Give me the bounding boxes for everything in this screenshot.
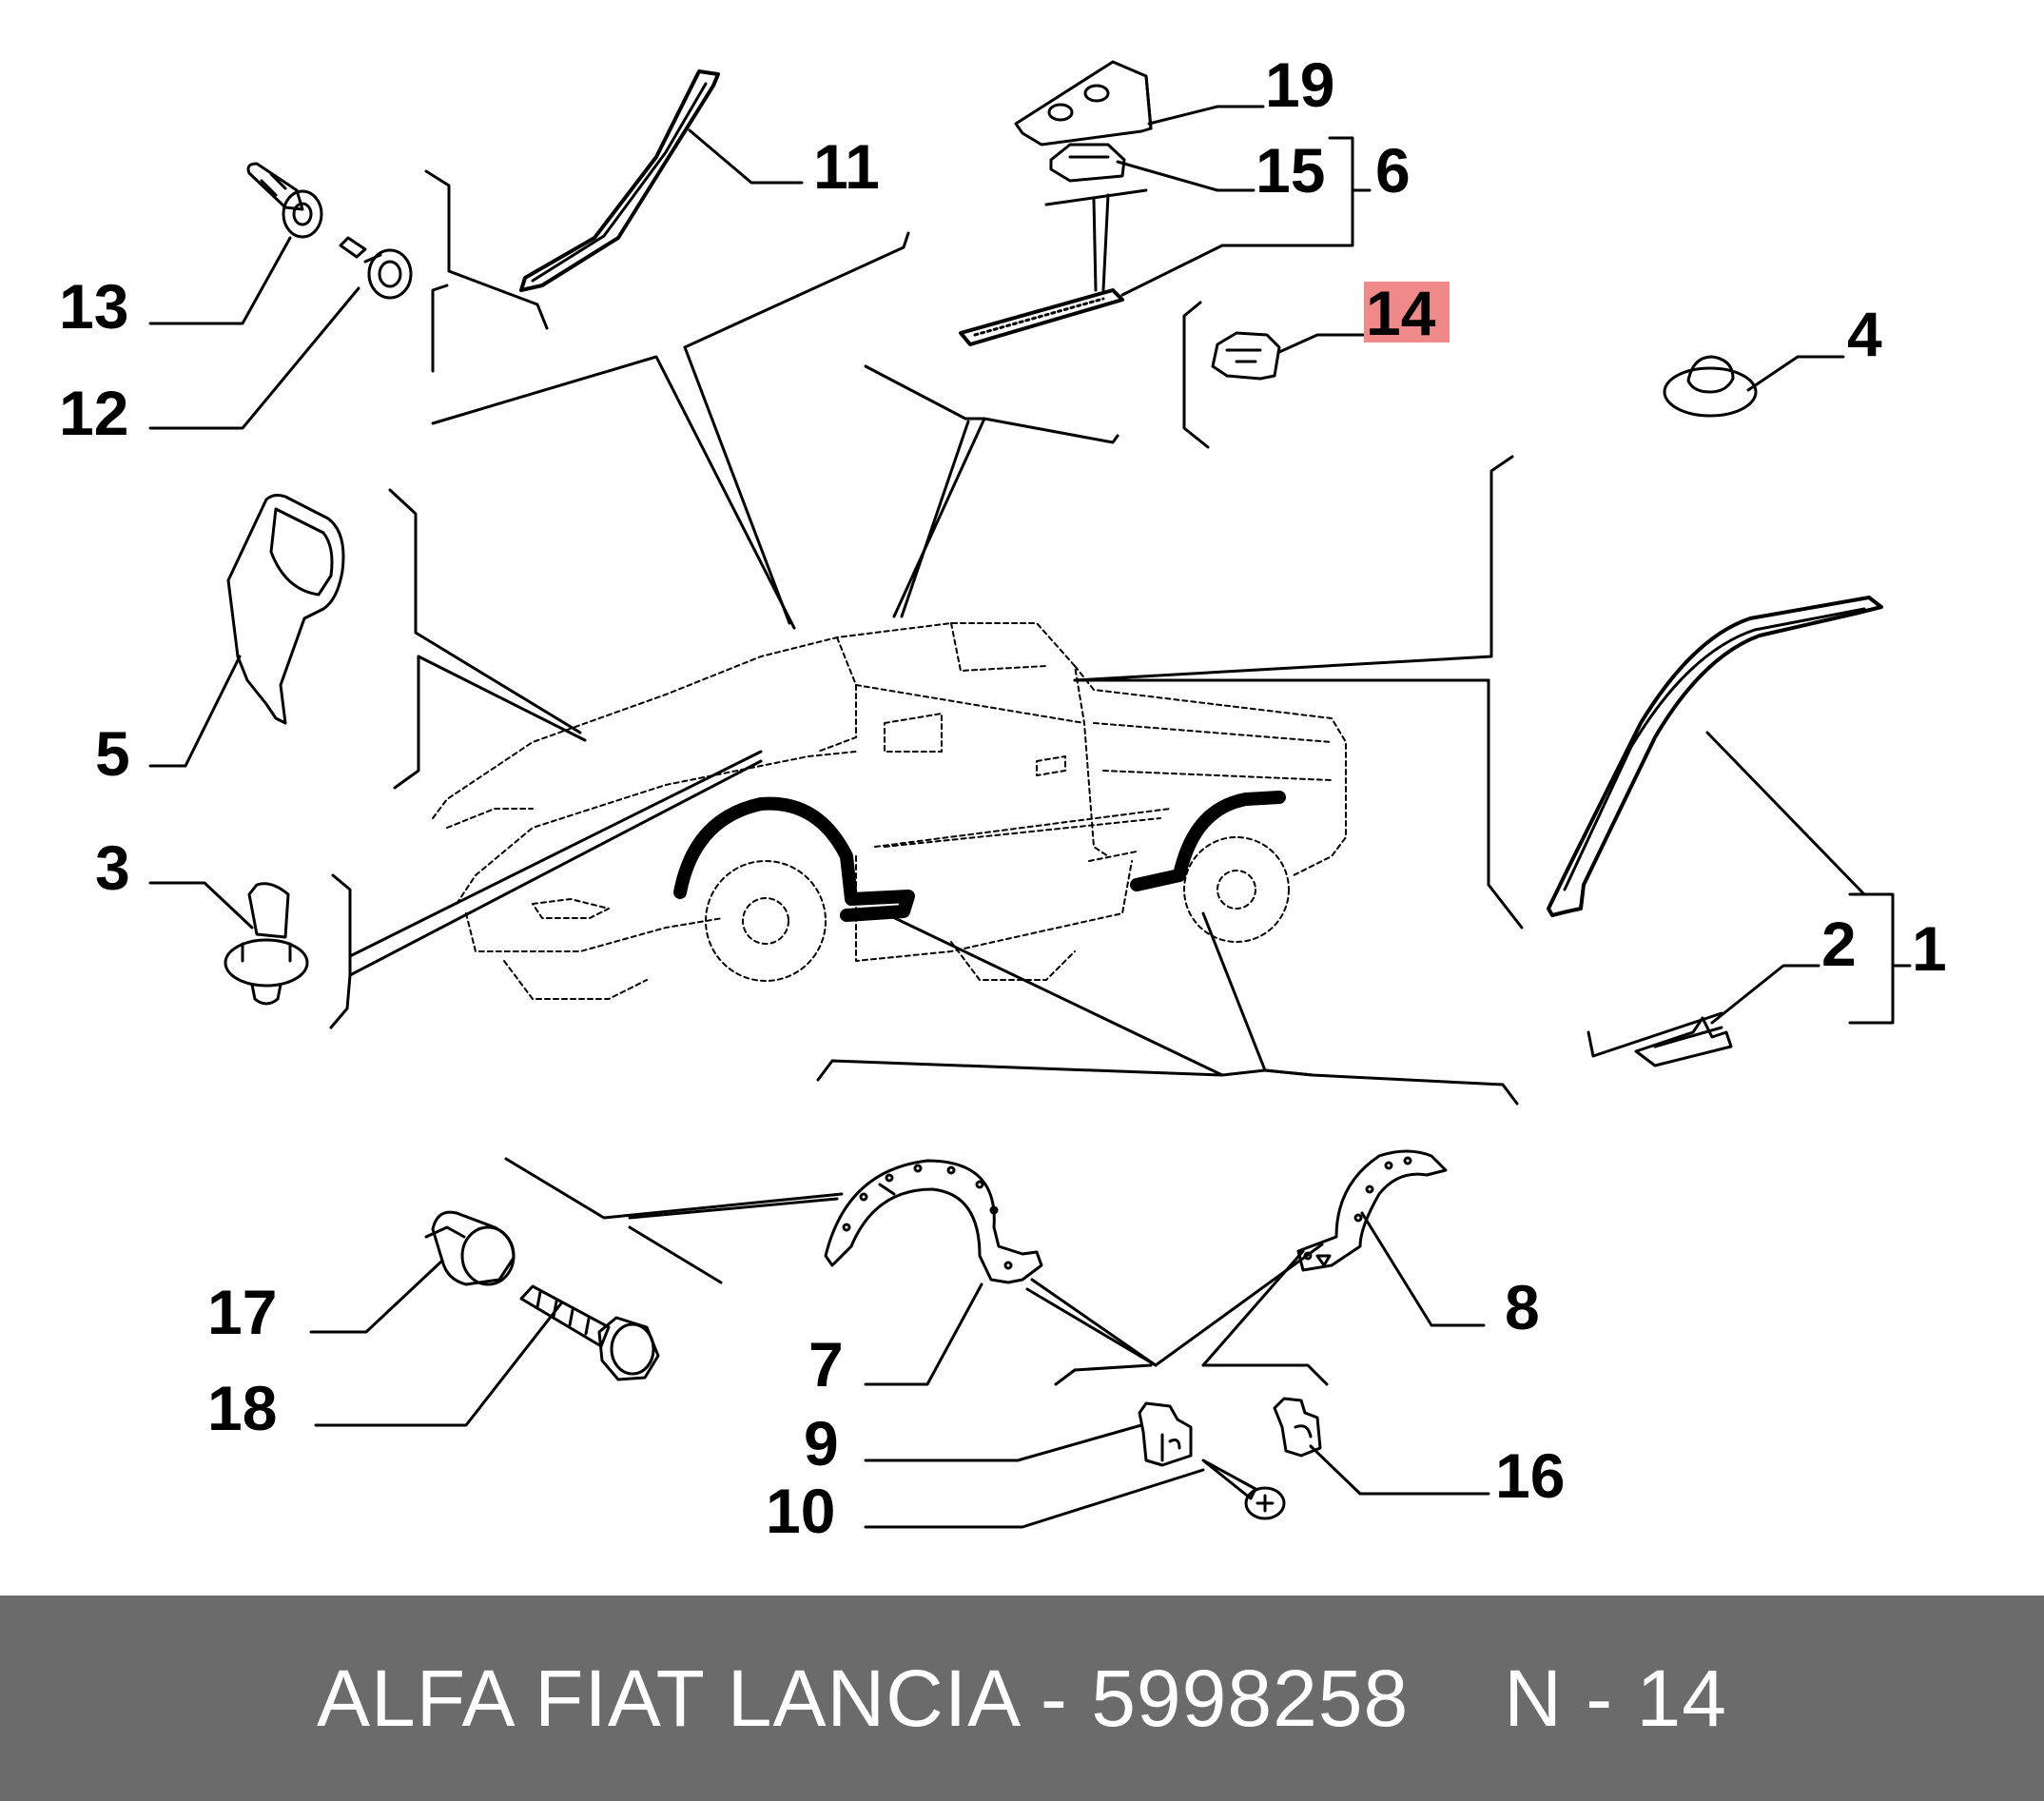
footer-part-label: ALFA FIAT LANCIA - 5998258 — [317, 1653, 1410, 1743]
vehicle-outline — [432, 622, 1347, 1000]
part-11-pillar-strip — [519, 69, 720, 292]
part-5-boot — [226, 494, 345, 725]
callout-2: 2 — [1821, 909, 1857, 979]
callout-8: 8 — [1505, 1272, 1540, 1342]
part-16-clip-nut — [1273, 1397, 1322, 1458]
wheel-arch-rear — [1130, 791, 1286, 891]
callout-7: 7 — [808, 1329, 844, 1400]
bracket-14 — [1182, 301, 1210, 449]
leader-lines — [148, 105, 1912, 1529]
part-3-push-clip — [224, 882, 309, 1006]
callout-9: 9 — [804, 1408, 839, 1478]
callout-11: 11 — [813, 131, 880, 202]
part-2-pillar-strip — [1547, 596, 1883, 1067]
callout-17: 17 — [207, 1277, 277, 1347]
callout-3: 3 — [95, 832, 130, 903]
part-7-arch-liner — [824, 1159, 1043, 1284]
callout-16: 16 — [1495, 1440, 1565, 1511]
callout-10: 10 — [766, 1476, 835, 1546]
part-17-grommet — [424, 1210, 516, 1286]
callout-15: 15 — [1256, 135, 1325, 206]
footer-page-ref: N - 14 — [1504, 1653, 1727, 1743]
callout-12: 12 — [59, 378, 128, 448]
callout-1: 1 — [1912, 913, 1947, 984]
part-13-rivet — [246, 162, 323, 239]
highlight-14 — [1364, 282, 1450, 343]
callout-13: 13 — [59, 271, 128, 342]
zoom-indicator-lines — [348, 231, 1524, 1386]
bracket-2 — [1587, 1011, 1723, 1058]
part-9-clip-nut — [1138, 1401, 1193, 1467]
part-12-screw — [339, 236, 413, 300]
part-10-screw — [1201, 1458, 1286, 1520]
footer-bar: ALFA FIAT LANCIA - 5998258 N - 14 — [0, 1595, 2044, 1801]
part-8-arch-liner — [1296, 1149, 1448, 1272]
parts-diagram-svg: 11 19 15 6 14 13 12 4 5 3 2 1 17 18 7 8 … — [59, 49, 1947, 1546]
bracket-11 — [424, 169, 549, 373]
part-19-bracket — [1014, 60, 1153, 147]
bracket-3 — [329, 873, 352, 1029]
part-18-bolt — [519, 1284, 660, 1381]
callout-19: 19 — [1265, 49, 1334, 120]
wheel-arch-front — [673, 796, 915, 922]
parts-diagram: 11 19 15 6 14 13 12 4 5 3 2 1 17 18 7 8 … — [59, 49, 1947, 1546]
part-15-clip — [1049, 143, 1126, 183]
callout-5: 5 — [95, 718, 130, 789]
footer-text: ALFA FIAT LANCIA - 5998258 N - 14 — [317, 1653, 1727, 1745]
part-4-push-nut — [1663, 355, 1758, 418]
callout-14: 14 — [1366, 278, 1436, 348]
callout-18: 18 — [207, 1373, 277, 1443]
callout-numbers: 11 19 15 6 14 13 12 4 5 3 2 1 17 18 7 8 … — [59, 49, 1947, 1546]
callout-6: 6 — [1375, 135, 1411, 206]
part-14-clip — [1211, 331, 1281, 381]
callout-4: 4 — [1847, 299, 1882, 369]
part-6-molding — [959, 188, 1148, 346]
